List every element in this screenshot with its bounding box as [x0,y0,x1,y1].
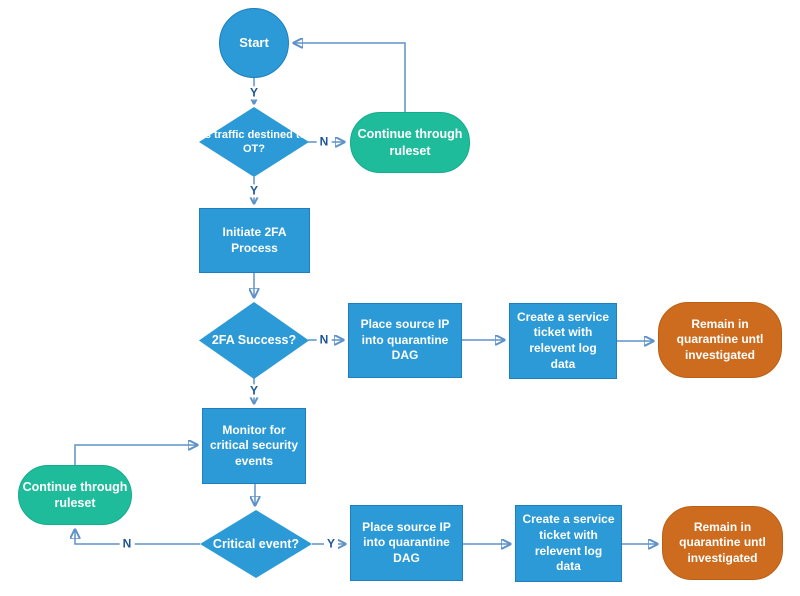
continue-ruleset-left-label: Continue through ruleset [22,479,128,510]
remain-quarantine-mid-label: Remain in quarantine untl investigated [676,316,764,362]
edge-label-traffic-yes: Y [246,184,262,198]
terminator-continue-ruleset-top: Continue through ruleset [350,112,470,173]
decision-traffic-label: Is traffic destined to OT? [201,128,307,155]
terminator-remain-quarantine-bottom: Remain in quarantine untl investigated [662,506,783,580]
process-service-ticket-bottom: Create a service ticket with relevent lo… [515,505,622,582]
process-initiate-2fa: Initiate 2FA Process [199,208,310,273]
start-node-label: Start [239,34,269,50]
process-monitor-security-events: Monitor for critical security events [202,408,306,484]
edge-label-start-yes: Y [246,86,262,100]
decision-2fa-success-label: 2FA Success? [211,333,297,348]
initiate-2fa-label: Initiate 2FA Process [222,224,287,255]
connector-ruleset-left-to-monitor [74,445,197,465]
terminator-continue-ruleset-left: Continue through ruleset [18,465,132,525]
quarantine-dag-bottom-label: Place source IP into quarantine DAG [362,519,451,565]
connector-critical-no-to-ruleset-left [75,530,200,545]
edge-label-critical-yes: Y [323,537,339,551]
edge-label-critical-no: N [119,537,135,551]
terminator-remain-quarantine-mid: Remain in quarantine untl investigated [658,302,782,378]
process-quarantine-dag-mid: Place source IP into quarantine DAG [348,303,462,378]
monitor-security-events-label: Monitor for critical security events [209,422,299,468]
continue-ruleset-top-label: Continue through ruleset [357,127,463,158]
quarantine-dag-mid-label: Place source IP into quarantine DAG [360,317,450,363]
start-node: Start [219,8,289,78]
edge-label-2fa-yes: Y [246,384,262,398]
edge-label-2fa-no: N [316,333,332,347]
service-ticket-bottom-label: Create a service ticket with relevent lo… [522,512,615,574]
decision-critical-event-label: Critical event? [212,536,300,551]
edge-label-traffic-no: N [316,135,332,149]
connector-ruleset-loop-to-start [294,43,406,112]
service-ticket-mid-label: Create a service ticket with relevent lo… [516,309,610,371]
process-quarantine-dag-bottom: Place source IP into quarantine DAG [350,505,463,581]
process-service-ticket-mid: Create a service ticket with relevent lo… [509,303,617,379]
remain-quarantine-bottom-label: Remain in quarantine untl investigated [679,519,766,565]
